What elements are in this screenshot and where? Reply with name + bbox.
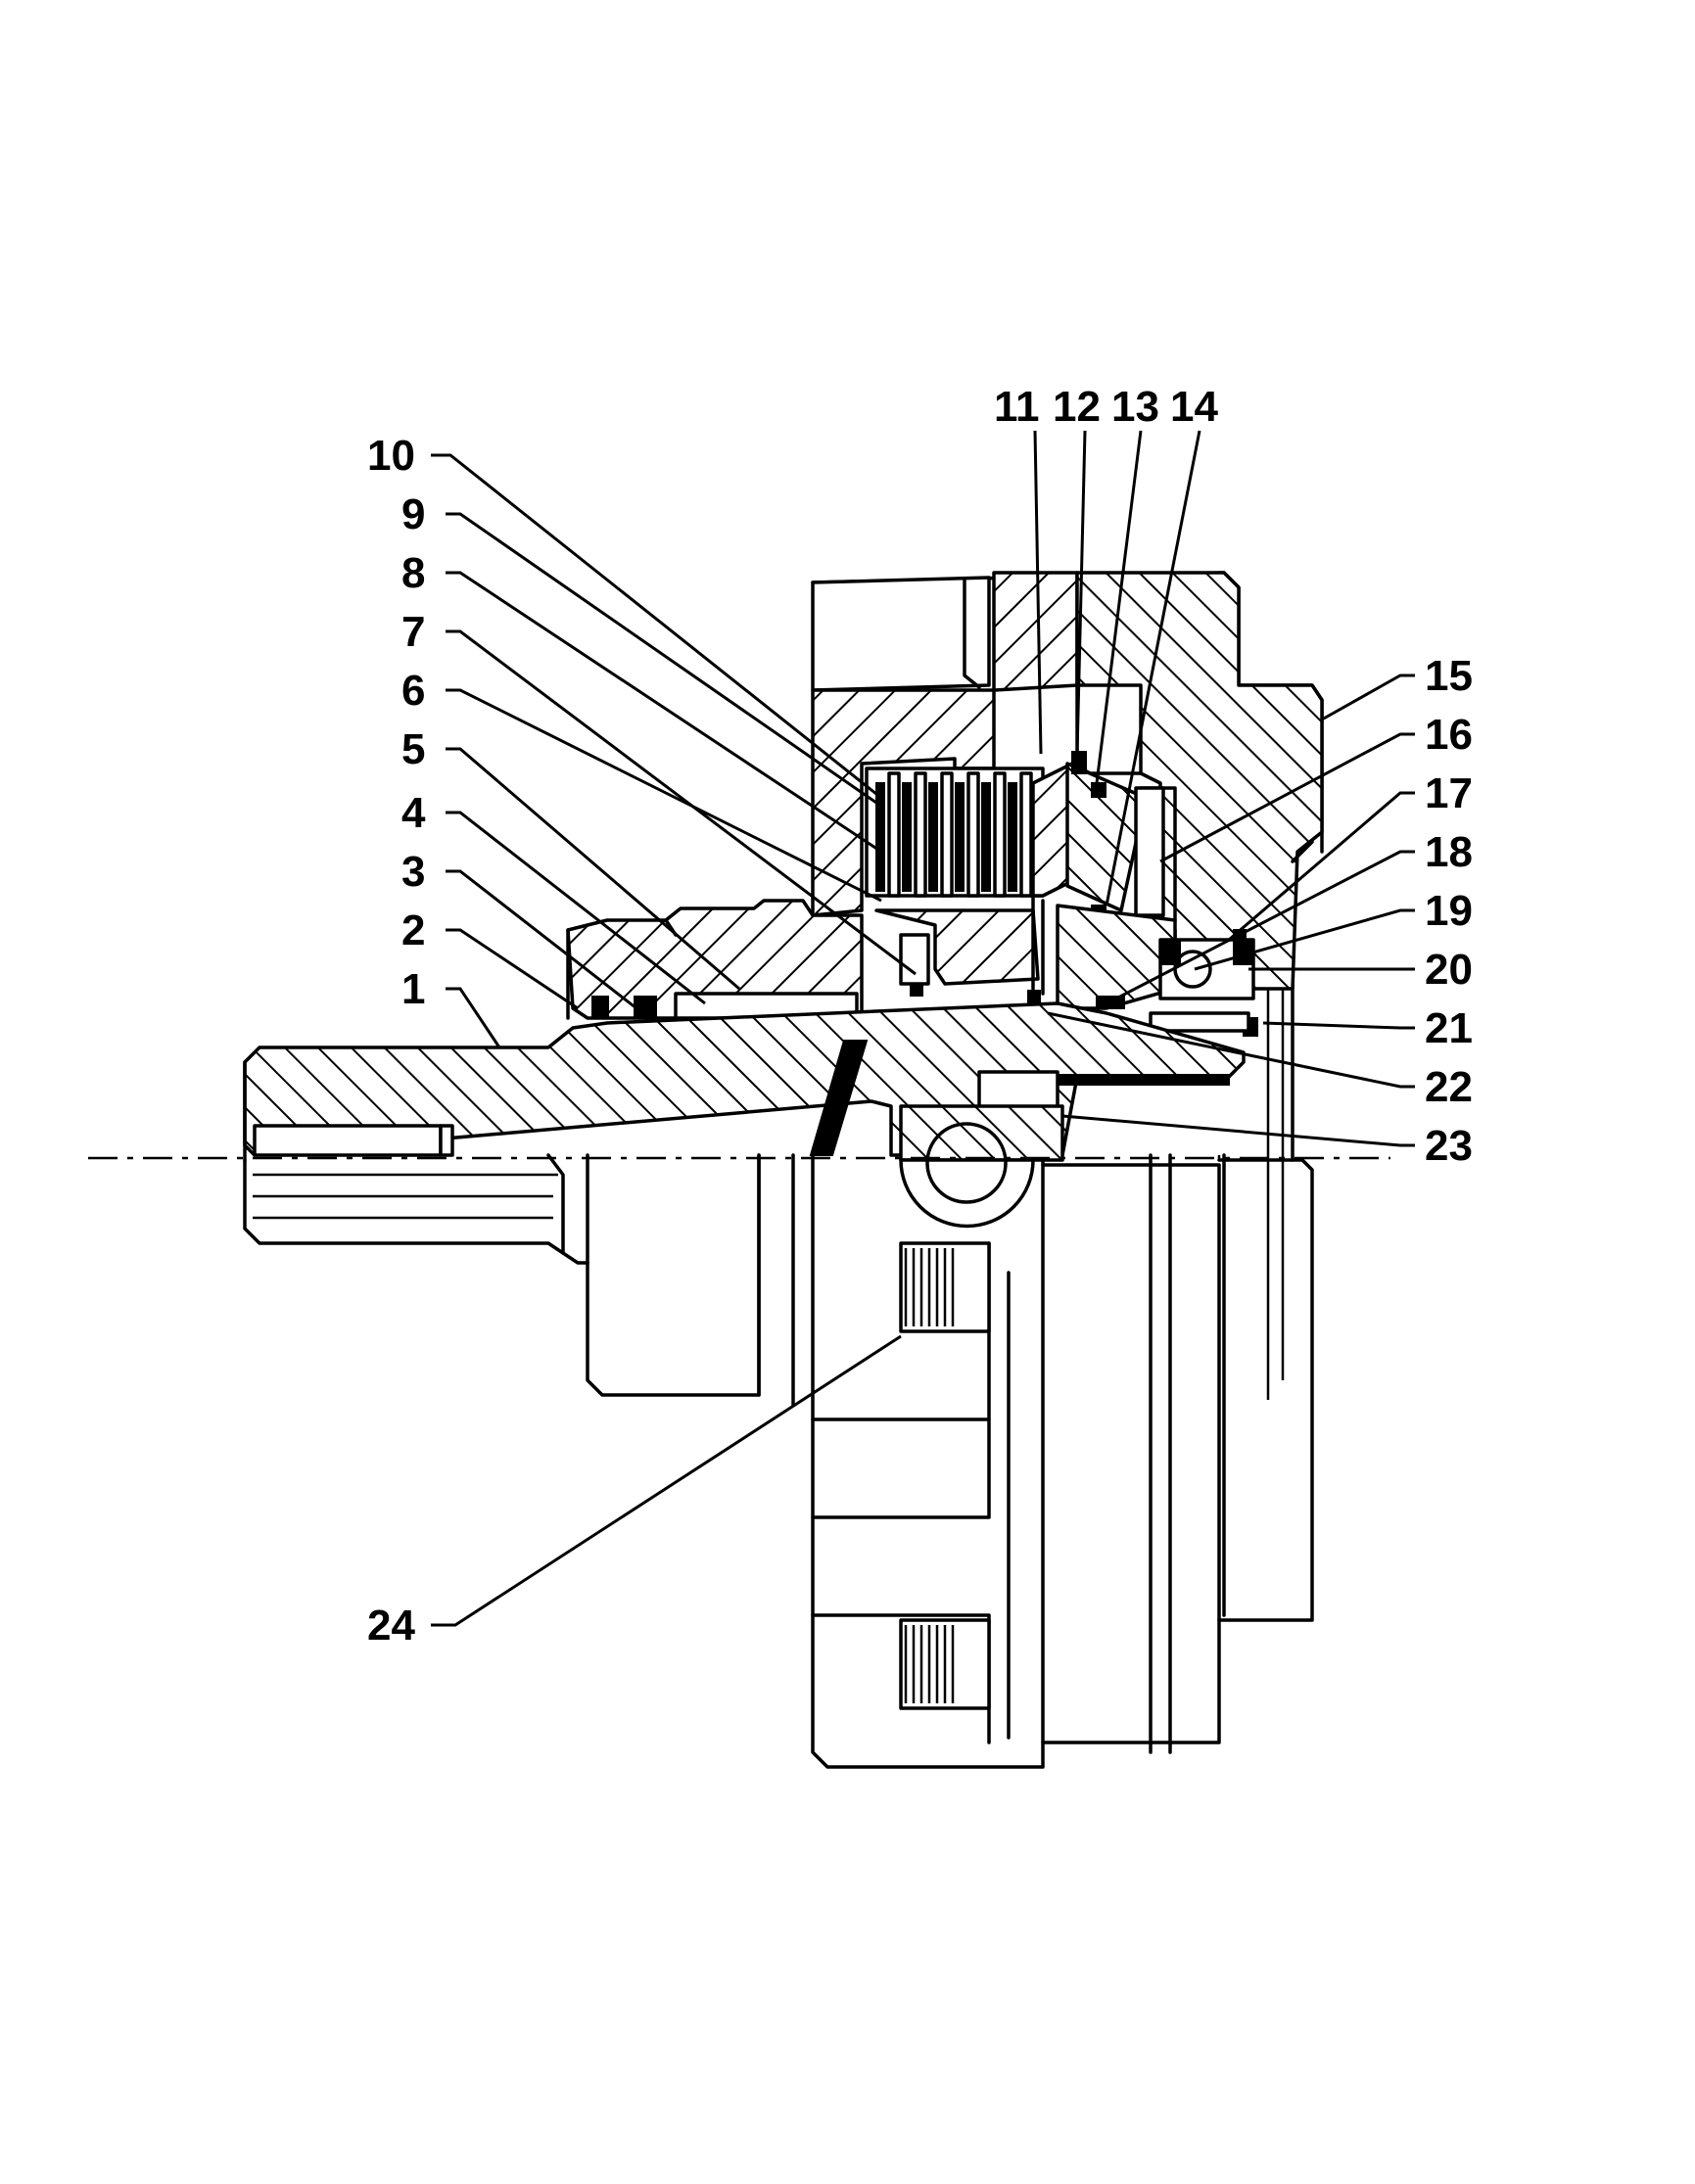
callout-1: 1 xyxy=(401,965,425,1013)
callout-4: 4 xyxy=(401,789,426,837)
callout-17: 17 xyxy=(1425,769,1473,817)
callout-6: 6 xyxy=(401,667,425,715)
callout-21: 21 xyxy=(1425,1004,1473,1052)
callout-11: 11 xyxy=(994,383,1040,431)
callout-15: 15 xyxy=(1425,652,1473,700)
callout-23: 23 xyxy=(1425,1122,1473,1170)
callout-22: 22 xyxy=(1425,1063,1473,1111)
callout-12: 12 xyxy=(1053,383,1101,431)
callout-14: 14 xyxy=(1170,383,1218,431)
callout-9: 9 xyxy=(401,490,425,538)
callout-13: 13 xyxy=(1111,383,1159,431)
callout-labels: 1 2 3 4 5 6 7 8 9 10 11 12 13 14 15 16 1… xyxy=(367,383,1473,1650)
callout-16: 16 xyxy=(1425,711,1473,759)
upper-housing-section xyxy=(811,571,1324,991)
callout-5: 5 xyxy=(401,725,425,773)
callout-18: 18 xyxy=(1425,828,1473,876)
callout-3: 3 xyxy=(401,848,425,896)
clutch-plate-pack xyxy=(865,751,1165,920)
left-bearing-housing xyxy=(566,899,864,1020)
callout-2: 2 xyxy=(401,906,425,954)
callout-7: 7 xyxy=(401,608,425,656)
toothed-pad xyxy=(899,1241,991,1710)
callout-10: 10 xyxy=(367,432,415,480)
callout-20: 20 xyxy=(1425,946,1473,994)
callout-8: 8 xyxy=(401,549,425,597)
clutch-plates xyxy=(875,771,1033,898)
leader-lines xyxy=(431,430,1415,1627)
input-shaft xyxy=(243,1001,1246,1265)
callout-24: 24 xyxy=(367,1602,415,1650)
callout-19: 19 xyxy=(1425,887,1473,935)
